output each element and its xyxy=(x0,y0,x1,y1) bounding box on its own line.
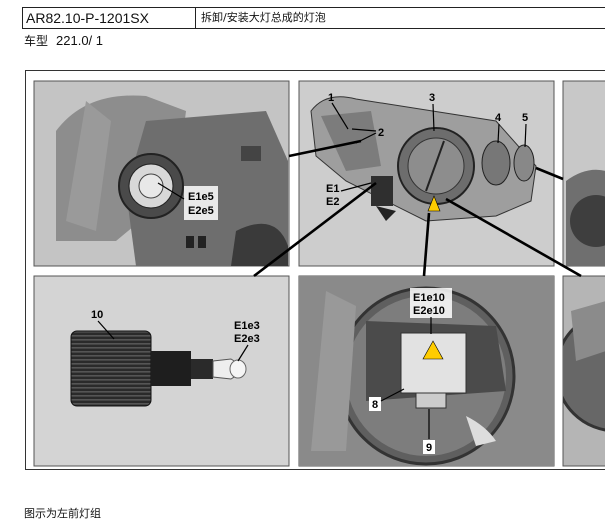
panel-bulb-e3: 10 E1e3 E2e3 xyxy=(33,275,290,467)
model-value: 221.0/ 1 xyxy=(56,33,104,48)
figure-frame: E1e5 E2e5 1 2 3 4 5 E1 E2 xyxy=(25,70,605,470)
callout-e1e3: E1e3 xyxy=(234,320,260,332)
callout-e2: E2 xyxy=(326,196,339,208)
callout-5: 5 xyxy=(522,112,528,124)
callout-e1e5: E1e5 xyxy=(188,191,214,203)
panel-right-top-partial xyxy=(562,80,605,267)
callout-e2e10: E2e10 xyxy=(413,305,445,317)
model-label: 车型 xyxy=(24,34,49,48)
callout-9: 9 xyxy=(426,442,432,454)
callout-10: 10 xyxy=(91,309,103,321)
callout-2: 2 xyxy=(378,127,384,139)
callout-3: 3 xyxy=(429,92,435,104)
callout-1: 1 xyxy=(328,92,334,104)
callout-e1: E1 xyxy=(326,183,339,195)
callout-e1e10: E1e10 xyxy=(413,292,445,304)
callout-e2e5: E2e5 xyxy=(188,205,214,217)
vehicle-model: 车型 221.0/ 1 xyxy=(24,32,103,49)
panel-bulb-e5: E1e5 E2e5 xyxy=(33,80,290,267)
headlamp-illustration: E1e5 E2e5 1 2 3 4 5 E1 E2 xyxy=(33,80,605,467)
document-title: 拆卸/安装大灯总成的灯泡 xyxy=(201,11,326,24)
panel-xenon-unit: E1e10 E2e10 8 9 xyxy=(298,275,555,467)
callout-e2e3: E2e3 xyxy=(234,333,260,345)
figure-caption: 图示为左前灯组 xyxy=(24,507,101,520)
detail-connector-lines xyxy=(253,139,582,278)
panel-right-bottom-partial xyxy=(562,275,605,467)
header-table: AR82.10-P-1201SX 拆卸/安装大灯总成的灯泡 xyxy=(22,7,605,29)
callout-8: 8 xyxy=(372,399,378,411)
callout-4: 4 xyxy=(495,112,502,124)
document-code: AR82.10-P-1201SX xyxy=(23,8,196,28)
